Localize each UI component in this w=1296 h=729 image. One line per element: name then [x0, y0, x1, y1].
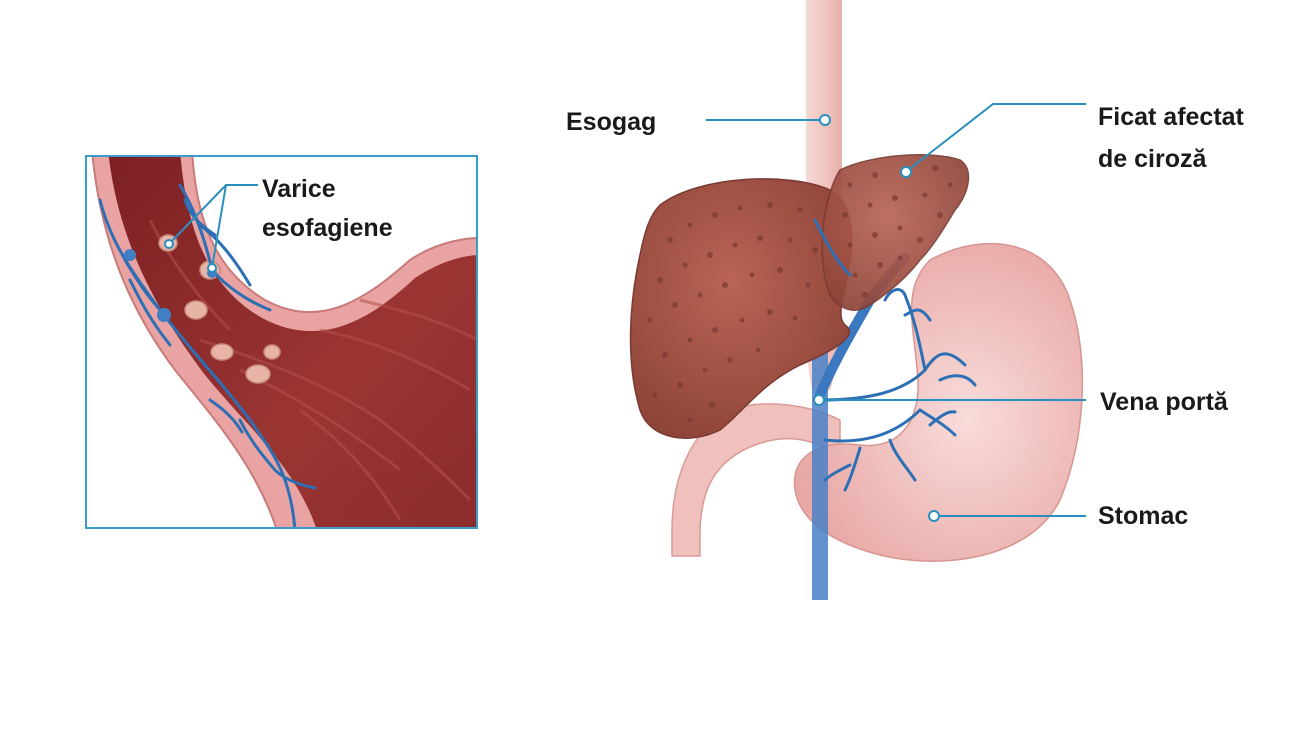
- inset-panel: [85, 155, 478, 529]
- label-esophagus: Esogag: [566, 108, 657, 136]
- inset-leader: [169, 184, 258, 269]
- anatomy-main: [629, 0, 1086, 600]
- inset-frame: [85, 155, 478, 529]
- label-line: Varice: [262, 175, 336, 203]
- liver: [629, 178, 853, 439]
- stomach: [793, 242, 1084, 562]
- inset-leader-dot: [164, 239, 174, 249]
- leader-dots: [813, 114, 940, 522]
- liver-left-lobe: [821, 154, 970, 311]
- label-line: Ficat afectat: [1098, 103, 1244, 131]
- label-esophageal-varices: Varice esofagiene: [262, 170, 393, 248]
- inset-leader-dot: [207, 263, 217, 273]
- label-line: de ciroză: [1098, 145, 1207, 173]
- leader-lines: [706, 103, 1086, 517]
- leader-dot-esophagus: [819, 114, 831, 126]
- leader-dot-portal-vein: [813, 394, 825, 406]
- liver-nodules: [647, 165, 953, 423]
- leader-dot-liver: [900, 166, 912, 178]
- label-portal-vein: Vena portă: [1100, 388, 1228, 416]
- stomach-veins: [813, 218, 977, 492]
- label-line: esofagiene: [262, 214, 393, 242]
- portal-vein: [812, 330, 828, 600]
- leader-dot-stomach: [928, 510, 940, 522]
- esophagus-lumen: [108, 156, 477, 528]
- label-stomach: Stomac: [1098, 502, 1189, 530]
- label-cirrhotic-liver: Ficat afectat de ciroză: [1098, 96, 1244, 180]
